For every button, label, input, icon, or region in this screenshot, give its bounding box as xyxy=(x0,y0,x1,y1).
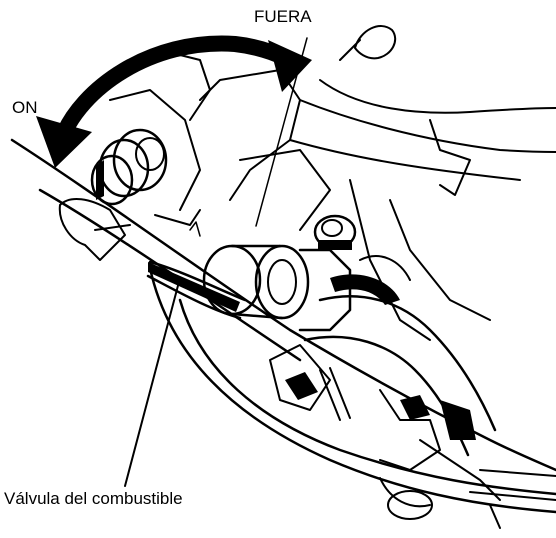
clamp xyxy=(270,345,500,519)
rotation-arrow xyxy=(36,40,312,168)
label-on: ON xyxy=(12,98,38,117)
leader-line-valve xyxy=(125,278,180,486)
frame-lines xyxy=(470,470,556,528)
bolt xyxy=(315,216,355,250)
label-fuel-valve: Válvula del combustible xyxy=(4,489,183,508)
valve-body xyxy=(204,246,350,330)
valve-knob xyxy=(60,130,200,260)
label-off: FUERA xyxy=(254,7,312,26)
